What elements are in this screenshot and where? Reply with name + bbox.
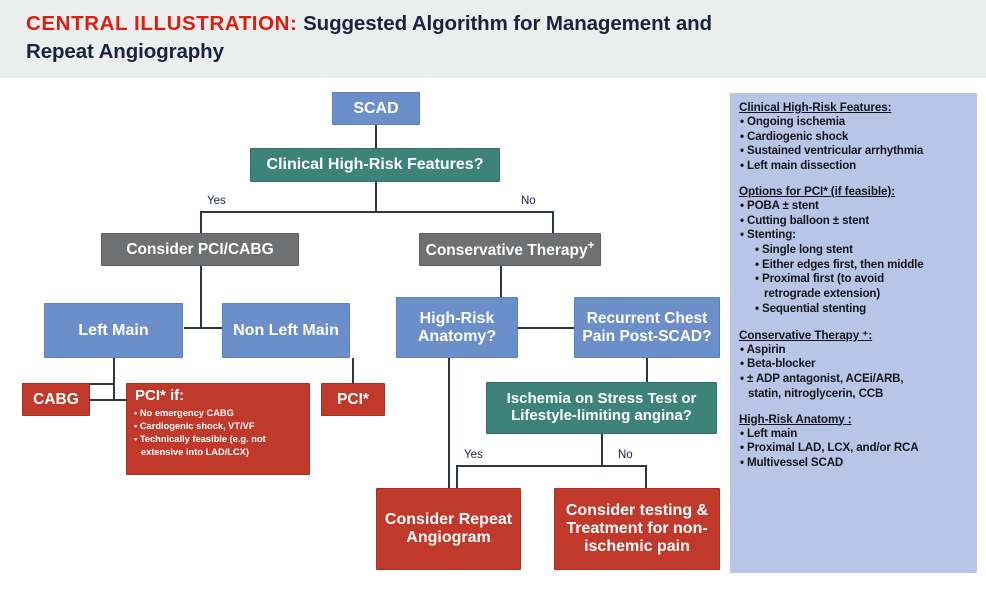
legend-group: Conservative Therapy ⁺: Aspirin Beta-blo…: [739, 328, 970, 402]
node-recurrent-chest-pain[interactable]: Recurrent Chest Pain Post-SCAD?: [574, 297, 720, 358]
figure-header: CENTRAL ILLUSTRATION: Suggested Algorith…: [0, 0, 986, 78]
connector-rcp-to-ischemia: [646, 358, 648, 384]
node-pci-star[interactable]: PCI*: [321, 383, 385, 416]
header-title-text1: Suggested Algorithm for Management and: [303, 12, 712, 35]
legend-item: Left main: [739, 427, 970, 442]
connector-yesno-bar: [200, 211, 554, 213]
connector-pcicabg-split: [184, 327, 232, 329]
node-consider-testing-non-ischemic[interactable]: Consider testing & Treatment for non-isc…: [554, 488, 720, 570]
legend-subitem: Either edges first, then middle: [739, 258, 970, 273]
node-conservative-therapy-superscript: +: [587, 239, 595, 253]
node-pci-if-bullet: Cardiogenic shock, VT/VF: [134, 420, 303, 433]
connector-scad-to-clinical: [375, 124, 377, 148]
legend-subitem: Sequential stenting: [739, 302, 970, 317]
connector-conservative-split: [483, 327, 575, 329]
node-clinical-high-risk-features[interactable]: Clinical High-Risk Features?: [250, 148, 500, 182]
node-left-main[interactable]: Left Main: [44, 303, 183, 358]
connector-leftmain-stem: [113, 358, 115, 384]
node-pci-if-bullet: Technically feasible (e.g. not extensive…: [134, 433, 303, 459]
connector-yes-drop: [200, 211, 202, 233]
connector-ischemia-bar: [456, 465, 647, 467]
connector-ischemia-no: [645, 465, 647, 489]
node-pci-if-bullet: No emergency CABG: [134, 407, 303, 420]
legend-item: Left main dissection: [739, 159, 970, 174]
central-illustration-prefix: CENTRAL ILLUSTRATION:: [26, 12, 298, 35]
node-scad[interactable]: SCAD: [332, 92, 420, 125]
node-pci-if-title: PCI* if:: [135, 387, 185, 404]
connector-ischemia-yes: [456, 465, 458, 489]
node-conservative-therapy-label: Conservative Therapy: [425, 242, 588, 260]
node-conservative-therapy[interactable]: Conservative Therapy+: [419, 233, 601, 266]
legend-subitem-continuation: retrograde extension): [764, 287, 881, 301]
connector-hra-stem: [448, 358, 450, 490]
node-pci-if-bullets: No emergency CABG Cardiogenic shock, VT/…: [127, 407, 309, 460]
branch-label-no-clinical: No: [521, 195, 536, 207]
legend-subitem: Proximal first (to avoid: [739, 272, 970, 287]
connector-cabg-to-pciif: [88, 399, 127, 401]
node-pci-if[interactable]: PCI* if: No emergency CABG Cardiogenic s…: [126, 383, 310, 475]
legend-item: Stenting:: [739, 228, 970, 243]
legend-item: Proximal LAD, LCX, and/or RCA: [739, 441, 970, 456]
legend-list: Ongoing ischemia Cardiogenic shock Susta…: [739, 115, 970, 174]
node-cabg[interactable]: CABG: [22, 383, 90, 416]
node-high-risk-anatomy[interactable]: High-Risk Anatomy?: [396, 297, 518, 358]
connector-leftmain-pciif: [113, 383, 115, 400]
branch-label-yes-ischemia: Yes: [464, 449, 483, 461]
legend-item: POBA ± stent: [739, 199, 970, 214]
legend-item: Sustained ventricular arrhythmia: [739, 144, 970, 159]
node-consider-pci-cabg[interactable]: Consider PCI/CABG: [101, 233, 299, 266]
header-title-line2: Repeat Angiography: [26, 40, 224, 63]
connector-pcicabg-stem: [200, 266, 202, 328]
legend-group: Clinical High-Risk Features: Ongoing isc…: [739, 101, 970, 174]
legend-heading: Options for PCI* (if feasible):: [739, 184, 895, 198]
legend-item: Cutting balloon ± stent: [739, 214, 970, 229]
legend-heading: High-Risk Anatomy :: [739, 412, 852, 426]
legend-item: Aspirin: [739, 343, 970, 358]
legend-list: POBA ± stent Cutting balloon ± stent Ste…: [739, 199, 970, 317]
node-consider-repeat-angiogram[interactable]: Consider Repeat Angiogram: [376, 488, 521, 570]
node-ischemia-stress-test[interactable]: Ischemia on Stress Test or Lifestyle-lim…: [486, 382, 717, 434]
header-title-line1: CENTRAL ILLUSTRATION: Suggested Algorith…: [26, 10, 970, 38]
legend-group: High-Risk Anatomy : Left main Proximal L…: [739, 413, 970, 471]
connector-ischemia-stem: [601, 434, 603, 466]
connector-no-drop: [552, 211, 554, 233]
legend-item: Ongoing ischemia: [739, 115, 970, 130]
legend-list: Left main Proximal LAD, LCX, and/or RCA …: [739, 427, 970, 471]
branch-label-no-ischemia: No: [618, 449, 633, 461]
legend-item-continuation: statin, nitroglycerin, CCB: [748, 386, 884, 400]
legend-heading: Clinical High-Risk Features:: [739, 101, 892, 114]
legend-item: ± ADP antagonist, ACEi/ARB,: [739, 372, 970, 387]
connector-nonleftmain-stem: [352, 358, 354, 384]
legend-heading: Conservative Therapy ⁺:: [739, 328, 873, 342]
legend-item: Multivessel SCAD: [739, 456, 970, 471]
legend-subitem: Single long stent: [739, 243, 970, 258]
legend-group: Options for PCI* (if feasible): POBA ± s…: [739, 185, 970, 317]
legend-panel: Clinical High-Risk Features: Ongoing isc…: [730, 93, 977, 573]
legend-item: Beta-blocker: [739, 357, 970, 372]
legend-item: Cardiogenic shock: [739, 130, 970, 145]
branch-label-yes-clinical: Yes: [207, 195, 226, 207]
connector-clinical-stem: [375, 182, 377, 212]
legend-list: Aspirin Beta-blocker ± ADP antagonist, A…: [739, 343, 970, 402]
node-non-left-main[interactable]: Non Left Main: [222, 303, 350, 358]
